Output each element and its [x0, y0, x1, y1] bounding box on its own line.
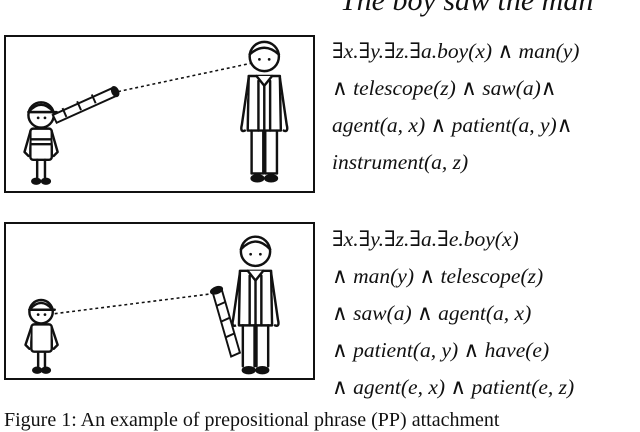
line-of-sight [117, 58, 270, 93]
formula-line: ∧ man(y) ∧ telescope(z) [332, 264, 544, 288]
illustration-panel-1 [4, 35, 315, 193]
formula-line: ∧ patient(a, y) ∧ have(e) [332, 338, 550, 362]
formula-line: ∃x.∃y.∃z.∃a.boy(x) ∧ man(y) [332, 39, 580, 63]
example-sentence: The boy saw the man [340, 0, 594, 17]
boy-figure [24, 298, 59, 374]
line-of-sight [54, 293, 209, 315]
boy-figure [23, 101, 59, 185]
telescope-shape [51, 86, 120, 125]
formula-line: ∃x.∃y.∃z.∃a.∃e.boy(x) [332, 227, 519, 251]
formula-line: ∧ saw(a) ∧ agent(a, x) [332, 301, 532, 325]
formula-line: ∧ agent(e, x) ∧ patient(e, z) [332, 375, 575, 399]
formula-line: instrument(a, z) [332, 150, 469, 174]
figure-caption: Figure 1: An example of prepositional ph… [4, 409, 500, 431]
formula-line: agent(a, x) ∧ patient(a, y)∧ [332, 113, 573, 137]
formula-panel-2: ∃x.∃y.∃z.∃a.∃e.boy(x) ∧ man(y) ∧ telesco… [332, 221, 574, 406]
illustration-panel-2 [4, 222, 315, 380]
instrument-reading-illustration [23, 40, 289, 185]
man-figure [240, 40, 289, 183]
formula-panel-1: ∃x.∃y.∃z.∃a.boy(x) ∧ man(y) ∧ telescope(… [332, 33, 579, 181]
telescope-shape [209, 272, 242, 358]
formula-line: ∧ telescope(z) ∧ saw(a)∧ [332, 76, 557, 100]
man-figure [237, 235, 280, 375]
possession-reading-illustration [24, 235, 280, 375]
